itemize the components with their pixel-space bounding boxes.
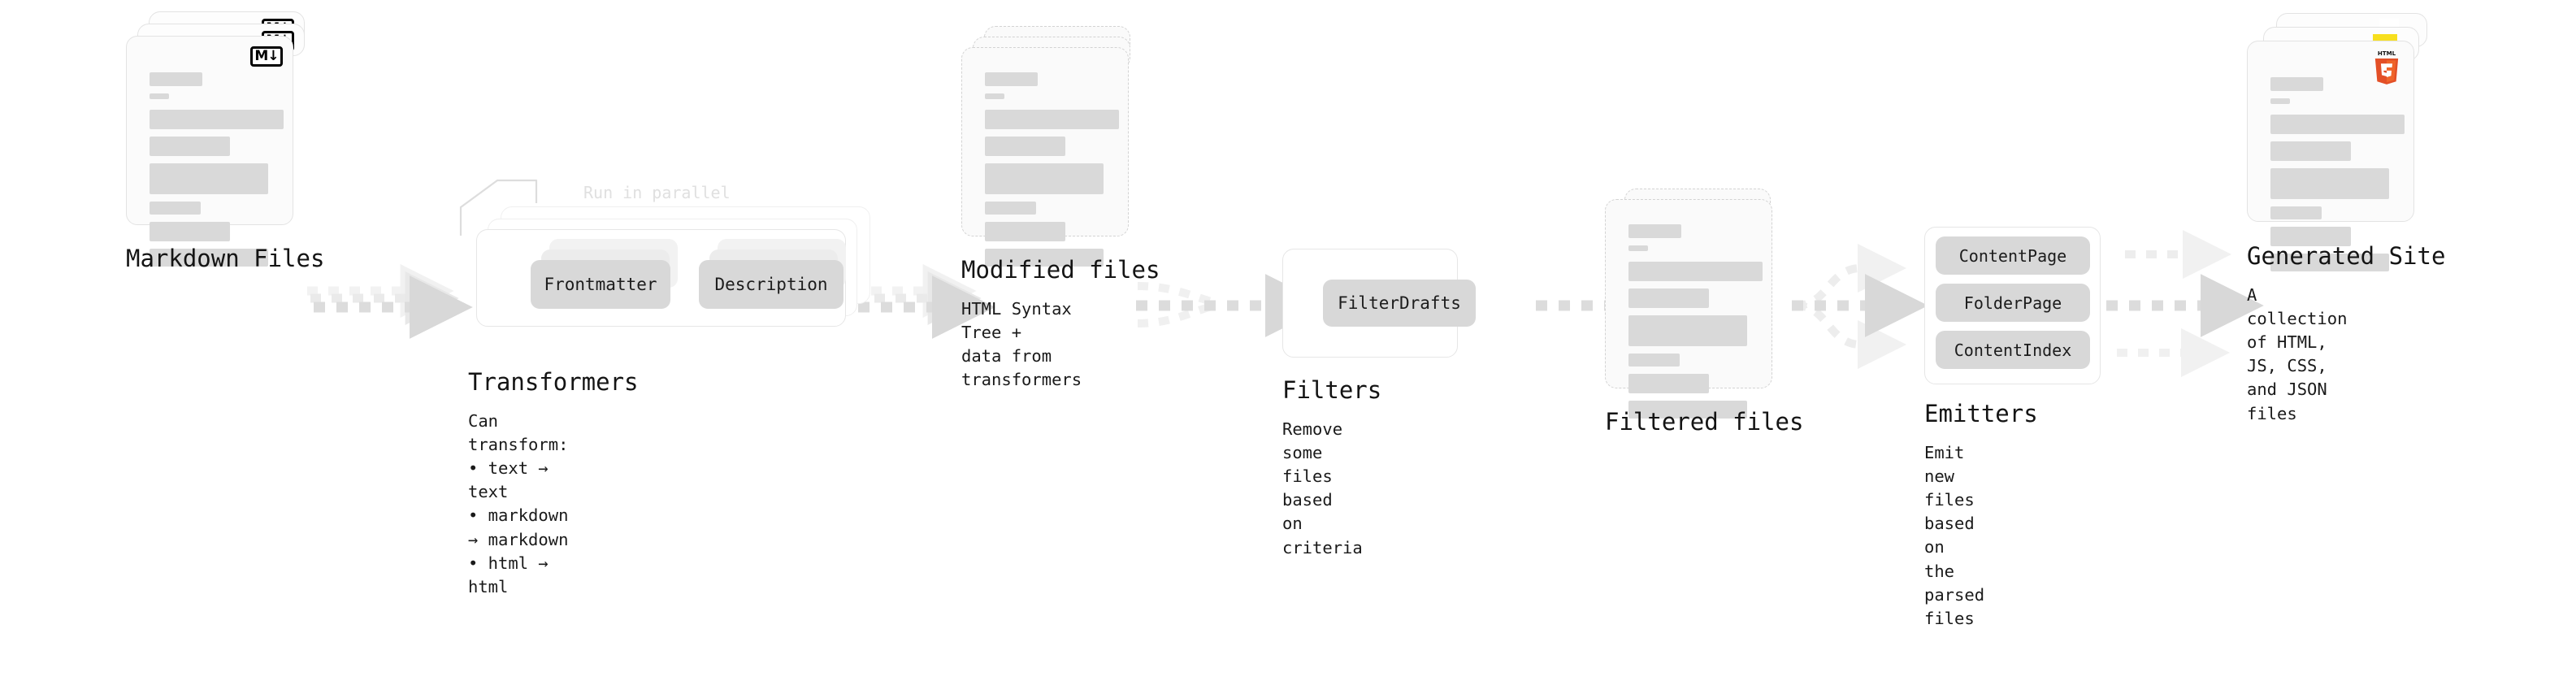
doc-line (150, 72, 202, 86)
markdown-files-title: Markdown Files (126, 245, 325, 272)
doc-line (2270, 227, 2351, 246)
emitters-desc: Emit new files based on the parsed files (1924, 443, 1985, 628)
filtered-card-content-lines (1628, 224, 1763, 426)
doc-line (150, 110, 284, 129)
doc-line (985, 202, 1036, 215)
doc-line (1628, 288, 1709, 308)
doc-line (1628, 245, 1648, 251)
doc-line (150, 93, 169, 99)
arrow-markdown-to-transformers (307, 264, 473, 339)
doc-line (150, 163, 268, 194)
doc-line (1628, 354, 1680, 367)
transformers-desc: Can transform: • text → text • markdown … (468, 411, 569, 596)
doc-line (1628, 224, 1681, 238)
markdown-files-card-stack[interactable]: M↓ M↓ M↓ (126, 0, 317, 267)
generated-card-front[interactable]: HTML (2247, 41, 2414, 271)
transformers-title: Transformers (468, 368, 639, 396)
filtered-card-front[interactable] (1605, 199, 1772, 419)
doc-line (150, 202, 201, 215)
markdown-card-front[interactable]: M↓ (126, 36, 293, 267)
emitters-title: Emitters (1924, 400, 2038, 427)
modified-card-front[interactable] (961, 47, 1129, 267)
generated-card-content-lines (2270, 77, 2405, 279)
doc-line (985, 110, 1119, 129)
pill-contentpage[interactable]: ContentPage (1936, 236, 2090, 275)
doc-line (150, 222, 230, 241)
doc-line (1628, 262, 1763, 281)
modified-files-card-stack[interactable] (961, 0, 1148, 267)
pill-description[interactable]: Description (699, 260, 843, 309)
doc-line (2270, 254, 2389, 271)
modified-card-content-lines (985, 72, 1119, 274)
doc-line (985, 93, 1004, 99)
arrow-filtered-to-emitters (1792, 244, 1928, 369)
doc-line (1628, 401, 1747, 419)
doc-line (2270, 98, 2290, 104)
doc-line (2270, 77, 2323, 91)
doc-line (2270, 141, 2351, 161)
generated-site-desc: A collection of HTML, JS, CSS, and JSON … (2247, 285, 2348, 423)
doc-line (1628, 374, 1709, 393)
filters-title: Filters (1282, 376, 1382, 404)
doc-line (2270, 115, 2405, 134)
modified-files-title: Modified files (961, 256, 1160, 284)
markdown-badge-icon: M↓ (250, 46, 283, 67)
doc-line (150, 249, 268, 267)
arrow-modified-to-filters (1136, 274, 1329, 337)
arrow-emitters-to-site (2106, 230, 2264, 377)
generated-site-card-stack[interactable]: CSS HTML (2247, 0, 2442, 271)
pill-filterdrafts[interactable]: FilterDrafts (1323, 280, 1476, 327)
doc-line (985, 163, 1104, 194)
svg-text:HTML: HTML (2378, 50, 2396, 57)
pill-contentindex[interactable]: ContentIndex (1936, 331, 2090, 369)
run-in-parallel-label: Run in parallel (583, 183, 731, 202)
doc-line (985, 72, 1038, 86)
markdown-card-content-lines (150, 72, 284, 274)
doc-line (985, 137, 1065, 156)
pill-folderpage[interactable]: FolderPage (1936, 284, 2090, 322)
filtered-files-card-stack[interactable] (1605, 0, 1792, 419)
modified-files-desc: HTML Syntax Tree + data from transformer… (961, 299, 1082, 390)
doc-line (2270, 206, 2322, 219)
doc-line (985, 249, 1104, 267)
doc-line (1628, 315, 1747, 346)
filters-desc: Remove some files based on criteria (1282, 419, 1363, 557)
doc-line (985, 222, 1065, 241)
doc-line (2270, 168, 2389, 199)
generated-site-title: Generated Site (2247, 242, 2446, 270)
filtered-files-title: Filtered files (1605, 408, 1804, 436)
pill-frontmatter[interactable]: Frontmatter (531, 260, 670, 309)
doc-line (150, 137, 230, 156)
html5-badge-icon: HTML (2374, 50, 2399, 85)
